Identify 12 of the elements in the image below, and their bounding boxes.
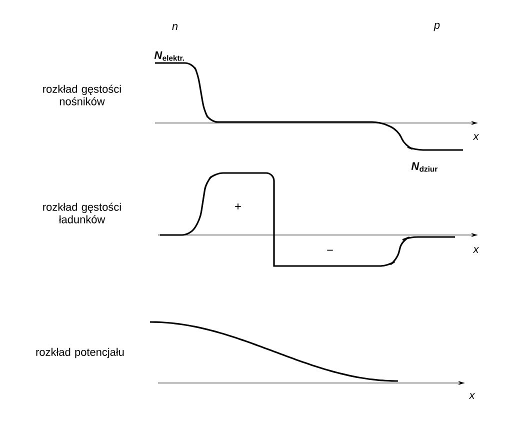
- region-label: p: [434, 22, 440, 32]
- curve-label: N$_{dziur}$: [411, 162, 438, 172]
- axis-label: x: [468, 393, 476, 399]
- plot-label: rozkład potencjału: [36, 348, 124, 358]
- axis-label: x: [472, 134, 480, 140]
- plot-label: rozkład gęstości nośników: [43, 84, 121, 106]
- plot-label: rozkład gęstości ładunków: [43, 202, 121, 224]
- curve-label: N$_{elektr.}$: [154, 51, 184, 61]
- charge-sign: +: [235, 204, 241, 210]
- region-label: n: [172, 24, 178, 30]
- charge-sign: −: [327, 250, 333, 251]
- axis-label: x: [472, 247, 480, 253]
